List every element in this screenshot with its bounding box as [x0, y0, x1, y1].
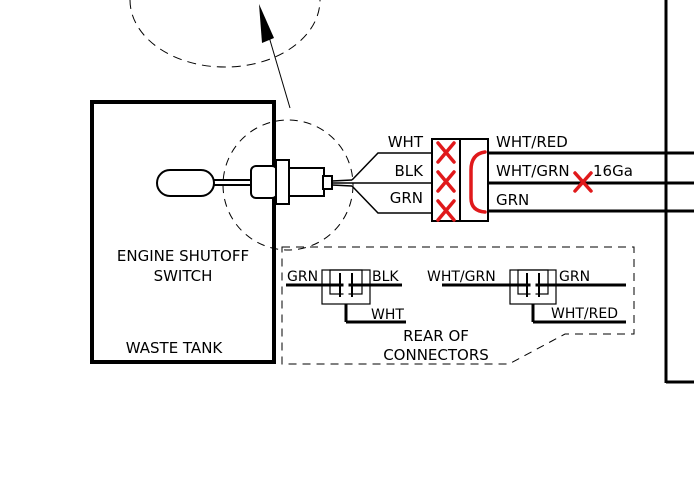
rear-right-wire-wht-red: WHT/RED — [551, 306, 618, 322]
rear-caption-line1: REAR OF — [403, 327, 469, 345]
markup-x-mark — [436, 170, 456, 193]
wire-label-right-grn: GRN — [496, 191, 529, 209]
wire-gauge-label: 16Ga — [593, 162, 633, 180]
markup-x-mark — [573, 171, 593, 193]
rear-connector-left — [286, 269, 406, 324]
waste-tank-box — [90, 100, 276, 364]
markup-x-mark — [436, 141, 456, 164]
markup-jumper-bracket — [469, 150, 487, 214]
wire-label-right-wht-grn: WHT/GRN — [496, 162, 570, 180]
rear-connectors-callout — [281, 246, 635, 365]
switch-leads — [331, 152, 432, 214]
wire-label-left-wht: WHT — [388, 133, 424, 151]
rear-connector-right — [442, 269, 626, 324]
rear-left-wire-blk: BLK — [372, 269, 399, 285]
wire-label-right-wht-red: WHT/RED — [496, 133, 568, 151]
markup-x-mark — [436, 199, 456, 222]
rear-right-wire-wht-grn: WHT/GRN — [427, 269, 496, 285]
harness-wires — [488, 151, 694, 213]
leader-arrow — [259, 4, 291, 109]
detail-callout-circle-top — [129, 0, 321, 68]
rear-caption-line2: CONNECTORS — [383, 346, 489, 364]
float-switch — [156, 159, 333, 205]
rear-left-wire-wht: WHT — [371, 307, 404, 323]
connector-pair — [431, 138, 489, 222]
switch-label-line1: ENGINE SHUTOFF — [117, 247, 249, 265]
markup-annotations — [436, 141, 593, 222]
wire-label-left-blk: BLK — [395, 162, 425, 180]
wire-label-left-grn: GRN — [390, 189, 423, 207]
rear-left-wire-grn: GRN — [287, 269, 318, 285]
tank-label: WASTE TANK — [126, 339, 224, 357]
rear-right-wire-grn: GRN — [559, 269, 590, 285]
switch-label-line2: SWITCH — [154, 267, 213, 285]
